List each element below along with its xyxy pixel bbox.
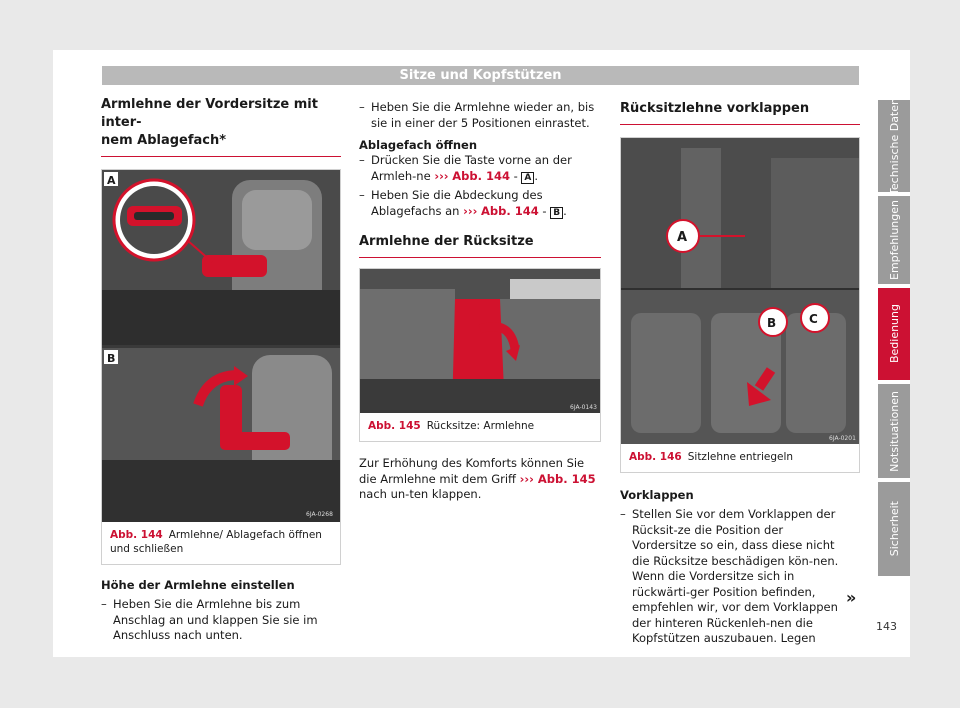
figure-146-caption: Abb. 146 Sitzlehne entriegeln bbox=[621, 444, 859, 472]
figure-146-image: A B C 6JA-0201 bbox=[621, 138, 859, 444]
tab-bedienung[interactable]: Bedienung bbox=[878, 288, 910, 380]
tab-notsituationen[interactable]: Notsituationen bbox=[878, 384, 910, 478]
list-item-press-button: Drücken Sie die Taste vorne an der Armle… bbox=[359, 153, 601, 184]
figure-144-marker-a: A bbox=[107, 174, 116, 187]
figure-ref-link[interactable]: Abb. 144 bbox=[481, 203, 539, 218]
figure-145-label: Abb. 145 bbox=[368, 420, 421, 432]
paragraph-text: Zur Erhöhung des Komforts können Sie die… bbox=[359, 456, 585, 486]
heading-line-2: nem Ablagefach* bbox=[101, 133, 227, 148]
figure-ref-arrow[interactable]: ››› bbox=[434, 168, 449, 183]
subheading-open-compartment: Ablagefach öffnen bbox=[359, 138, 478, 152]
page-header: Sitze und Kopfstützen bbox=[102, 66, 859, 85]
separator: - bbox=[538, 203, 551, 218]
box-letter-a: A bbox=[521, 171, 535, 184]
period: . bbox=[534, 168, 539, 183]
figure-146-marker-b: B bbox=[767, 316, 776, 330]
figure-144-code: 6JA-0268 bbox=[306, 511, 333, 518]
chapter-tabs: Technische Daten Empfehlungen Bedienung … bbox=[878, 97, 910, 580]
separator: - bbox=[509, 168, 522, 183]
list-item: Heben Sie die Armlehne wieder an, bis si… bbox=[359, 100, 601, 131]
section-heading-fold-backrest: Rücksitzlehne vorklappen bbox=[620, 100, 860, 125]
paragraph-rear-armrest: Zur Erhöhung des Komforts können Sie die… bbox=[359, 456, 601, 503]
tab-label: Bedienung bbox=[887, 304, 901, 364]
figure-146-marker-c: C bbox=[809, 312, 818, 326]
column-right: Rücksitzlehne vorklappen A B C 6JA-0201 bbox=[620, 92, 860, 651]
tab-label: Sicherheit bbox=[887, 501, 901, 557]
section-heading-rear-armrest: Armlehne der Rücksitze bbox=[359, 233, 601, 258]
figure-145: 6JA-0143 Abb. 145 Rücksitze: Armlehne bbox=[359, 268, 601, 442]
section-heading-front-armrest: Armlehne der Vordersitze mit inter- nem … bbox=[101, 96, 341, 157]
tab-technische-daten[interactable]: Technische Daten bbox=[878, 97, 910, 195]
heading-line-1: Armlehne der Vordersitze mit inter- bbox=[101, 97, 318, 130]
tab-empfehlungen[interactable]: Empfehlungen bbox=[878, 196, 910, 284]
list-item: Stellen Sie vor dem Vorklappen der Rücks… bbox=[620, 507, 860, 647]
subheading-height-adjust: Höhe der Armlehne einstellen bbox=[101, 578, 295, 592]
figure-ref-link[interactable]: ››› Abb. 145 bbox=[519, 471, 596, 486]
tab-label: Notsituationen bbox=[887, 390, 901, 472]
page-number: 143 bbox=[876, 620, 897, 633]
list-item-text: Drücken Sie die Taste vorne an der Armle… bbox=[371, 153, 572, 183]
column-middle: Heben Sie die Armlehne wieder an, bis si… bbox=[359, 100, 601, 503]
figure-144-marker-b: B bbox=[107, 352, 115, 365]
figure-146-code: 6JA-0201 bbox=[829, 435, 856, 442]
paragraph-text: nach un-ten klappen. bbox=[359, 487, 482, 501]
figure-146-caption-text: Sitzlehne entriegeln bbox=[687, 451, 794, 463]
tab-label: Empfehlungen bbox=[887, 200, 901, 280]
tab-sicherheit[interactable]: Sicherheit bbox=[878, 482, 910, 576]
figure-145-caption: Abb. 145 Rücksitze: Armlehne bbox=[360, 413, 600, 441]
list-item-text: Heben Sie die Abdeckung des Ablagefachs … bbox=[371, 188, 543, 218]
continue-marker: » bbox=[846, 588, 857, 607]
figure-145-caption-text: Rücksitze: Armlehne bbox=[426, 420, 535, 432]
figure-144-caption-text: Armlehne/ Ablagefach öffnen und schließe… bbox=[110, 529, 322, 555]
figure-144-label: Abb. 144 bbox=[110, 529, 163, 541]
figure-144-image: A B 6JA-0268 bbox=[102, 170, 340, 522]
list-item-lift-cover: Heben Sie die Abdeckung des Ablagefachs … bbox=[359, 188, 601, 219]
figure-146-label: Abb. 146 bbox=[629, 451, 682, 463]
column-left: Armlehne der Vordersitze mit inter- nem … bbox=[101, 92, 341, 648]
figure-146: A B C 6JA-0201 Abb. 146 Sitzlehne entrieg… bbox=[620, 137, 860, 473]
figure-146-marker-a: A bbox=[677, 230, 687, 245]
figure-145-code: 6JA-0143 bbox=[570, 404, 597, 411]
figure-145-image: 6JA-0143 bbox=[360, 269, 600, 413]
tab-label: Technische Daten bbox=[887, 97, 901, 195]
figure-ref-link[interactable]: Abb. 144 bbox=[452, 168, 510, 183]
list-item: Heben Sie die Armlehne bis zum Anschlag … bbox=[101, 597, 341, 644]
box-letter-b: B bbox=[550, 206, 564, 219]
subheading-fold-forward: Vorklappen bbox=[620, 488, 694, 502]
period: . bbox=[563, 203, 567, 218]
figure-ref-arrow[interactable]: ››› bbox=[463, 203, 478, 218]
